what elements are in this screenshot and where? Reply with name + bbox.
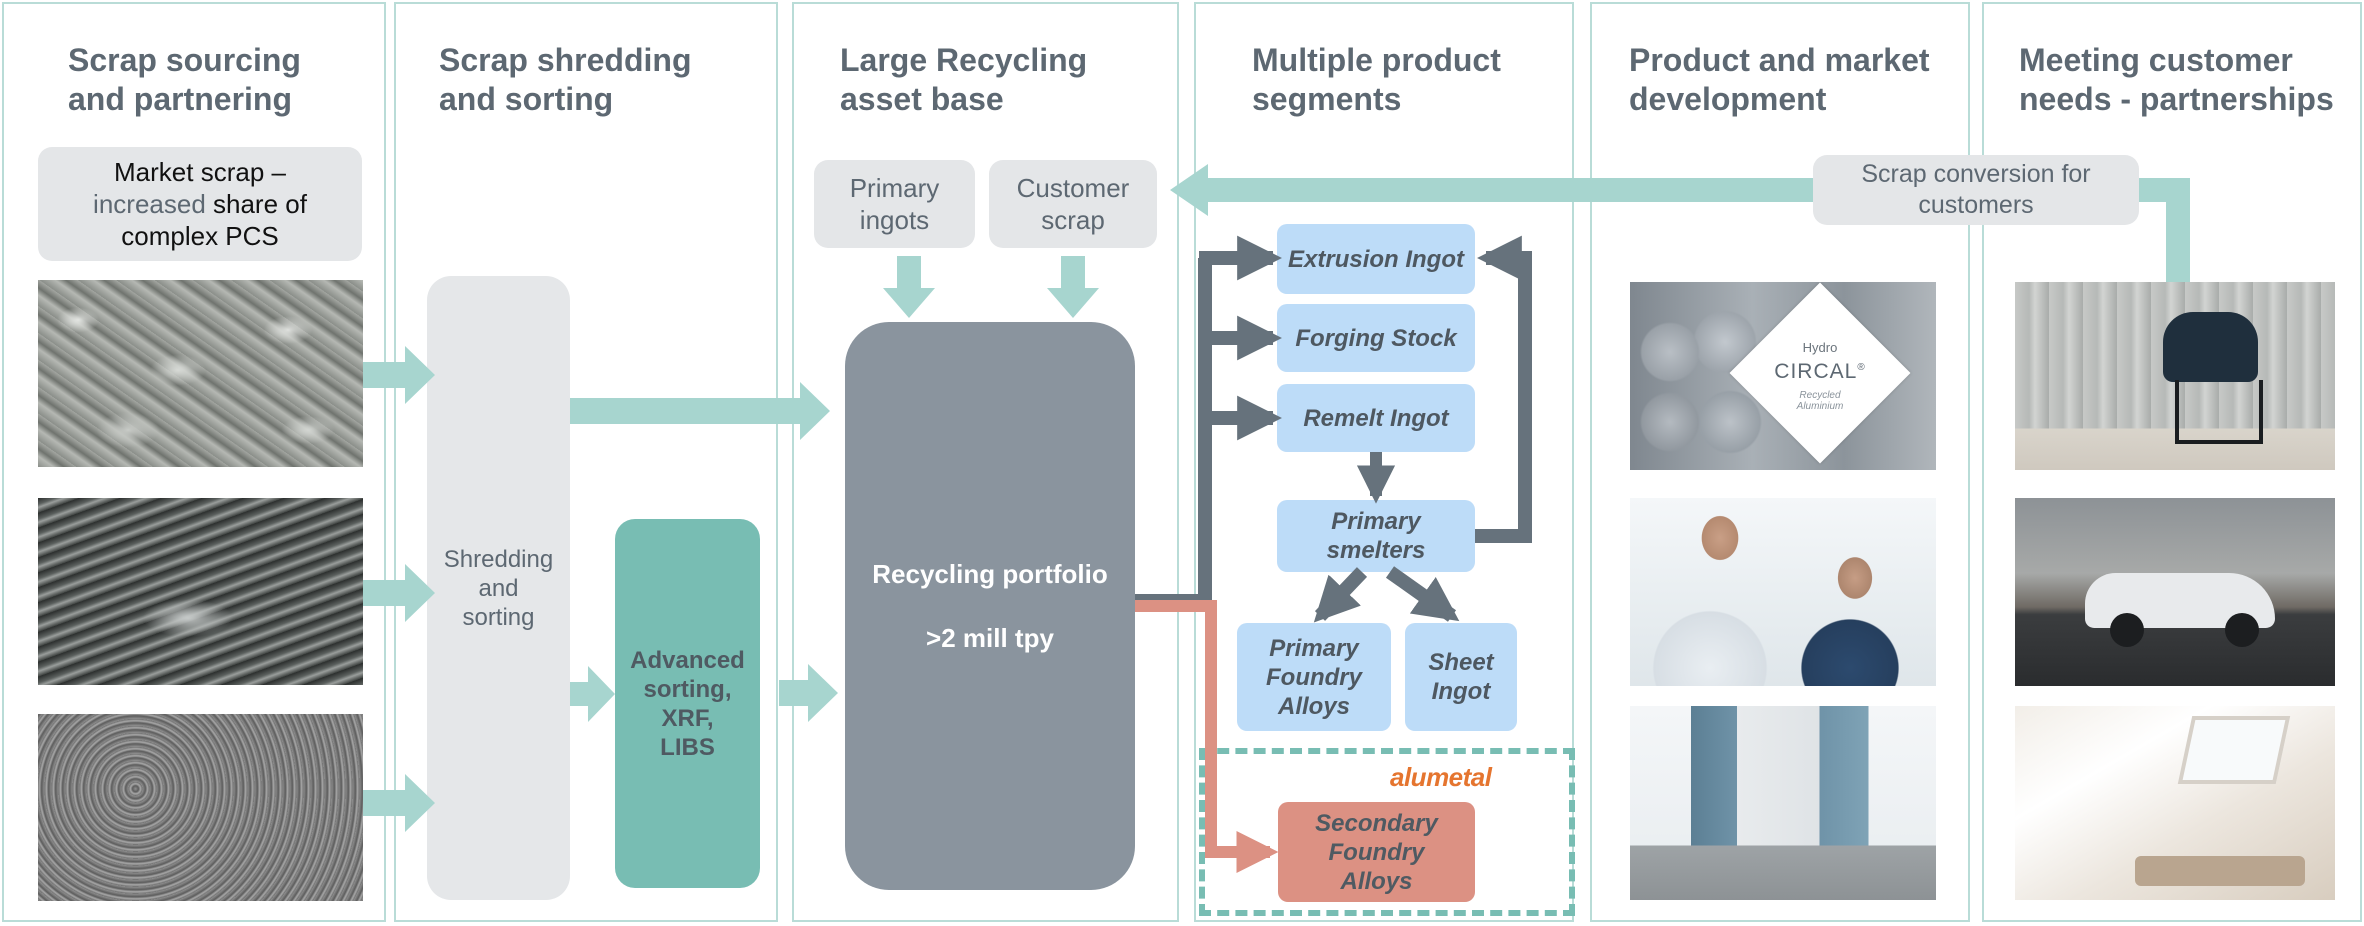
circal-name: CIRCAL®: [1762, 360, 1878, 384]
arrow-shredding-to-portfolio: [570, 382, 830, 440]
remelt-ingot-box: Remelt Ingot: [1277, 384, 1475, 452]
arrow-scrap1-to-shredding: [363, 346, 435, 404]
shredding-sorting-box: Shredding and sorting: [427, 276, 570, 900]
suv-wheel: [2110, 613, 2144, 647]
market-scrap-line1: Market scrap –: [114, 157, 286, 187]
photo-suv: [2015, 498, 2335, 686]
scrap-conversion-line: [2139, 178, 2190, 282]
arrow-smelters-to-foundry: [1313, 567, 1368, 623]
circal-brand: Hydro: [1802, 340, 1838, 355]
arrow-scrap3-to-shredding: [363, 774, 435, 832]
dark-spine: [1135, 258, 1212, 608]
smelters-loop: [1475, 235, 1532, 543]
arrow-advanced-to-portfolio: [779, 664, 838, 722]
advanced-sorting-box: Advanced sorting, XRF, LIBS: [615, 519, 760, 888]
arrow-scrap2-to-shredding: [363, 564, 435, 622]
column-product-segments: [1194, 2, 1574, 922]
salmon-line: [1135, 600, 1279, 873]
photo-shredded-scrap: [38, 280, 363, 467]
photo-living-room: [2015, 706, 2335, 900]
secondary-foundry-alloys-box: Secondary Foundry Alloys: [1278, 802, 1475, 902]
sheet-ingot-box: Sheet Ingot: [1405, 623, 1517, 731]
extrusion-ingot-box: Extrusion Ingot: [1277, 224, 1475, 294]
arrow-customer-scrap-down: [1047, 256, 1099, 318]
alumetal-region: [1199, 748, 1575, 916]
stroller-body: [2163, 312, 2258, 382]
arrow-shredding-to-advanced: [570, 666, 615, 722]
stroller-frame: [2175, 380, 2263, 444]
column-title: Product and market development: [1629, 42, 1930, 117]
photo-engineers: [1630, 498, 1936, 686]
circal-name-text: CIRCAL: [1774, 360, 1858, 383]
column-title: Multiple product segments: [1252, 42, 1501, 117]
market-scrap-line2: increased share of: [93, 188, 307, 220]
arrow-smelters-to-sheet: [1385, 566, 1460, 622]
market-scrap-highlight: increased: [93, 189, 206, 219]
photo-office-building: [1630, 706, 1936, 900]
column-title: Scrap shredding and sorting: [439, 42, 692, 117]
alumetal-logo: alumetal: [1390, 762, 1492, 792]
recycling-portfolio-box: Recycling portfolio >2 mill tpy: [845, 322, 1135, 890]
market-scrap-rest: share of: [205, 189, 307, 219]
primary-smelters-box: Primary smelters: [1277, 500, 1475, 572]
portfolio-capacity: >2 mill tpy: [926, 623, 1054, 653]
market-scrap-line3: complex PCS: [121, 221, 279, 251]
arrow-scrap-conversion: [1170, 164, 1813, 216]
customer-scrap-box: Customer scrap: [989, 160, 1157, 248]
primary-ingots-box: Primary ingots: [814, 160, 975, 248]
column-title: Large Recycling asset base: [840, 42, 1088, 117]
primary-foundry-alloys-box: Primary Foundry Alloys: [1237, 623, 1391, 731]
photo-baby-stroller: [2015, 282, 2335, 470]
column-customer-partnerships: [1982, 2, 2362, 922]
suv-wheel: [2225, 613, 2259, 647]
forging-stock-box: Forging Stock: [1277, 304, 1475, 372]
column-title: Scrap sourcing and partnering: [68, 42, 301, 117]
column-recycling-asset-base: [792, 2, 1179, 922]
circal-sub: Recycled Aluminium: [1796, 390, 1844, 412]
column-title: Meeting customer needs - partnerships: [2019, 42, 2334, 117]
column-scrap-sourcing: [2, 2, 386, 922]
arrow-primary-ingots-down: [883, 256, 935, 318]
photo-granulated-scrap: [38, 714, 363, 901]
circal-mark: ®: [1857, 362, 1866, 373]
photo-mixed-scrap: [38, 498, 363, 685]
portfolio-label: Recycling portfolio: [872, 559, 1108, 589]
photo-aluminium-billets: Hydro CIRCAL® Recycled Aluminium: [1630, 282, 1936, 470]
column-scrap-shredding: [394, 2, 778, 922]
rug: [2135, 856, 2305, 886]
column-market-development: [1590, 2, 1970, 922]
scrap-conversion-box: Scrap conversion for customers: [1813, 155, 2139, 225]
market-scrap-box: Market scrap – increased share of comple…: [38, 147, 362, 261]
